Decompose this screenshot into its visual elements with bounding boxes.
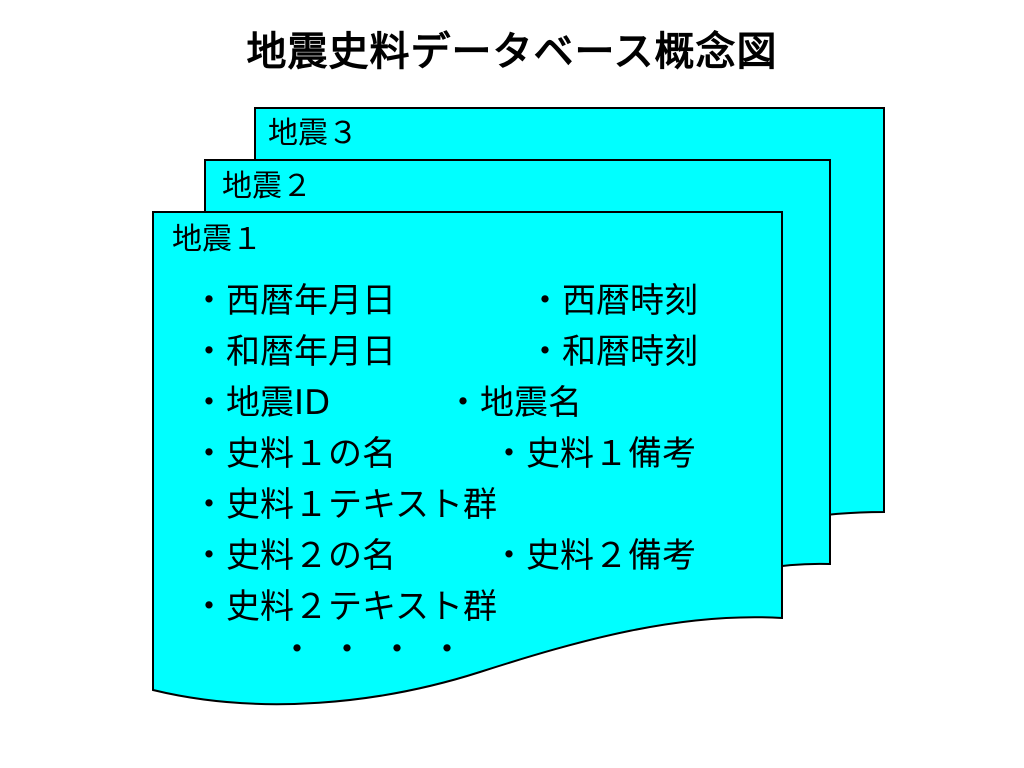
field-item: ・史料２の名 [192,536,396,576]
field-row: ・地震ID ・地震名 [192,378,772,429]
field-item: ・史料１の名 [192,434,396,474]
field-item: ・史料２備考 [492,536,696,576]
field-list: ・西暦年月日 ・西暦時刻 ・和暦年月日 ・和暦時刻 ・地震ID ・地震名 ・史料… [192,276,772,633]
document-label-2: 地震２ [222,169,312,204]
document-label-1: 地震１ [172,222,262,257]
field-row: ・西暦年月日 ・西暦時刻 [192,276,772,327]
field-row: ・史料１の名 ・史料１備考 [192,429,772,480]
field-item: ・地震名 [446,383,582,423]
field-item: ・西暦年月日 [192,281,396,321]
field-row: ・史料２の名 ・史料２備考 [192,531,772,582]
field-item: ・西暦時刻 [528,281,698,321]
field-item: ・史料２テキスト群 [192,587,497,627]
field-item: ・和暦年月日 [192,332,396,372]
field-item: ・史料１備考 [492,434,696,474]
document-sheet-1 [152,211,783,706]
field-item: ・史料１テキスト群 [192,485,497,525]
continuation-dots: ・・・・ [280,630,480,670]
field-row: ・和暦年月日 ・和暦時刻 [192,327,772,378]
field-row: ・史料２テキスト群 [192,582,772,633]
diagram-title: 地震史料データベース概念図 [246,29,778,75]
document-label-3: 地震３ [268,116,358,151]
field-item: ・和暦時刻 [528,332,698,372]
field-item: ・地震ID [192,383,331,423]
field-row: ・史料１テキスト群 [192,480,772,531]
